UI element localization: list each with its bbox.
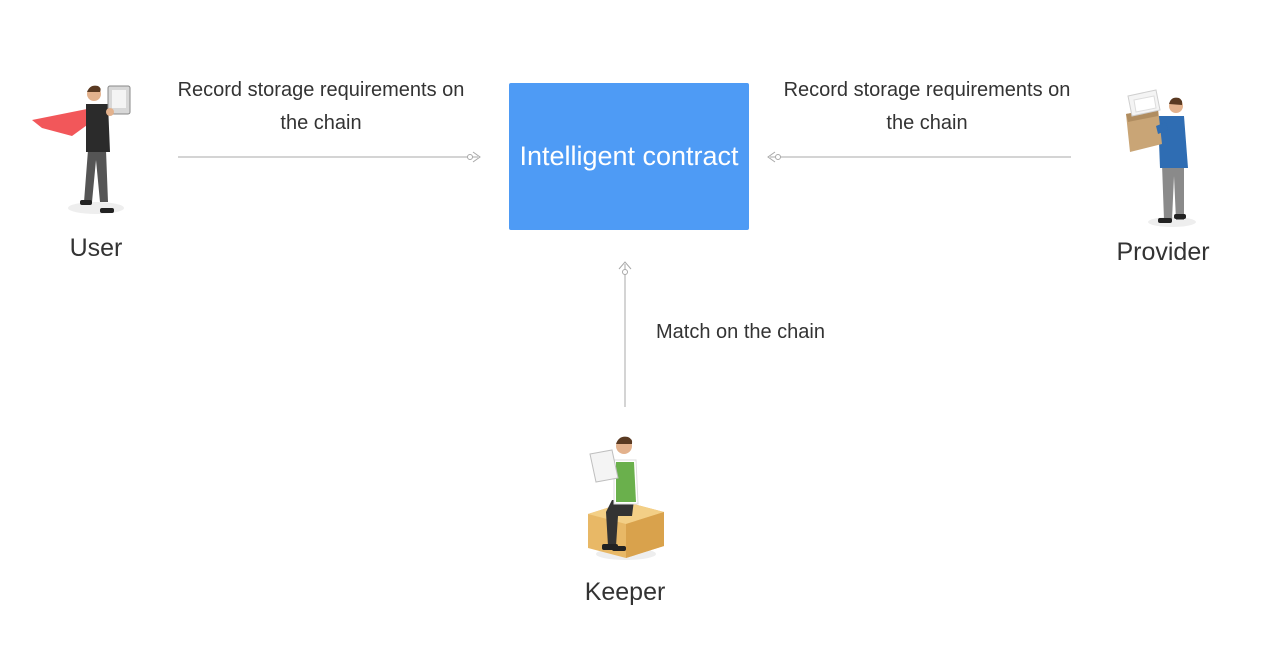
provider-edge-label: Record storage requirements on the chain — [783, 79, 1071, 134]
user-edge-label: Record storage requirements on the chain — [177, 79, 465, 134]
person-carrying-box-icon — [1126, 89, 1196, 227]
intelligent-contract-label: Intelligent contract — [519, 141, 739, 171]
keeper-label: Keeper — [584, 578, 666, 606]
provider-label: Provider — [1116, 238, 1210, 266]
keeper-edge-label: Match on the chain — [656, 321, 825, 343]
user-label: User — [69, 234, 123, 262]
person-sitting-on-box-reading-icon — [588, 436, 664, 560]
intelligent-contract-box: Intelligent contract — [509, 83, 749, 230]
superhero-with-laptop-icon — [32, 85, 131, 214]
